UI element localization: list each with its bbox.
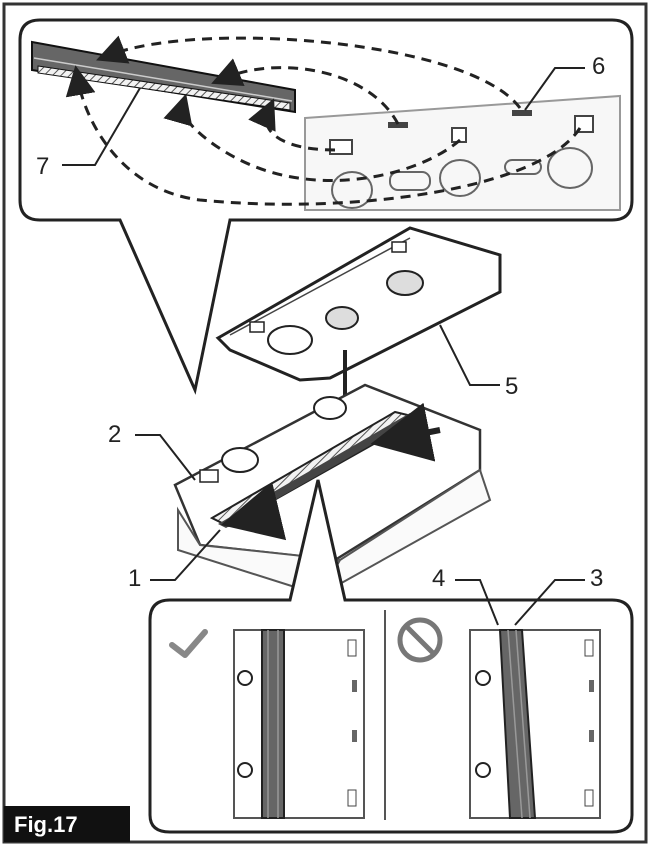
bottom-callout-bubble [148,479,634,834]
leader-7 [62,87,141,166]
callout-7: 7 [36,153,49,180]
correct-panel [169,629,365,819]
callout-3: 3 [590,565,603,592]
callout-4: 4 [432,565,445,592]
callout-1: 1 [128,565,141,592]
top-callout-bubble [18,18,634,395]
planer-drum [135,383,492,598]
dashed-arrows [65,35,582,206]
callout-6: 6 [592,53,605,80]
leader-6 [524,67,585,111]
fig-label-box [4,806,130,842]
fig-label: Fig.17 [14,812,78,837]
prohibited-icon [397,617,443,663]
check-mark-icon [169,629,208,658]
callout-2: 2 [108,421,121,448]
incorrect-panel [397,579,601,819]
callout-5: 5 [505,373,518,400]
part-5-cover-plate [215,226,502,386]
